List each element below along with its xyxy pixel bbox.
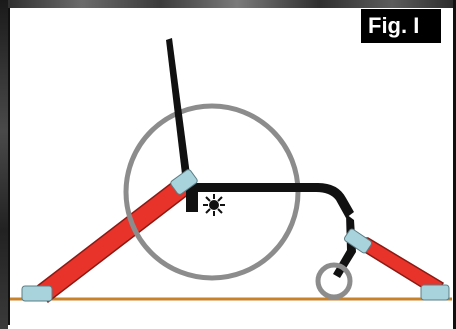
figure-label: Fig. I <box>361 9 441 43</box>
caster-wheel <box>318 265 350 297</box>
left-strut <box>36 175 194 302</box>
left-foot-connector <box>22 286 52 301</box>
left-strut-bar <box>36 175 194 302</box>
seat-rail <box>186 183 354 218</box>
sun-icon <box>203 194 225 216</box>
right-foot-connector <box>421 285 449 300</box>
